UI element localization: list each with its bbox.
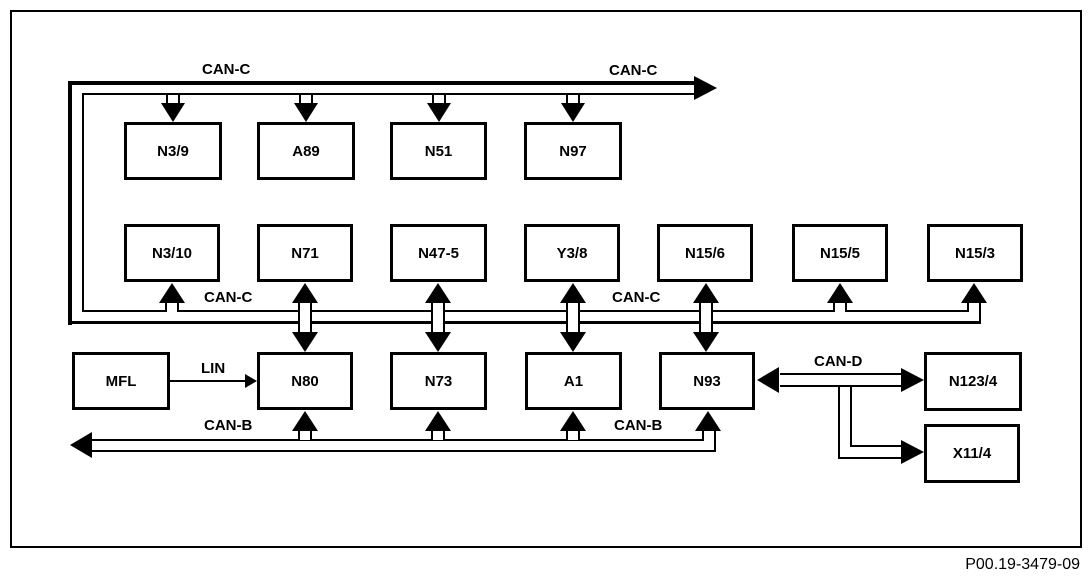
can-c-through-stem-n71-n80 [298, 302, 312, 334]
node-n73: N73 [390, 352, 487, 410]
can-d-arrowhead-left-n93 [757, 367, 779, 393]
can-b-end-stem-left-n93 [702, 430, 704, 441]
can-c-left-loop-inner-line [82, 93, 84, 312]
figure-number: P00.19-3479-09 [965, 556, 1080, 573]
can-b-bus-upper-line [92, 439, 704, 441]
can-b-end-stem-right-n93 [714, 430, 716, 452]
can-c-down-arrowhead-n93 [693, 332, 719, 352]
can-c-up-arrowhead-n47-5 [425, 283, 451, 303]
can-c-up-stem-n15-5 [833, 302, 847, 312]
bus-label-can-c-top-right: CAN-C [609, 62, 658, 79]
node-n3-10: N3/10 [124, 224, 220, 282]
node-n47-5: N47-5 [390, 224, 487, 282]
node-n71: N71 [257, 224, 353, 282]
can-c-through-stem-n47-5-n73 [431, 302, 445, 334]
node-mfl: MFL [72, 352, 170, 410]
can-c-down-arrowhead-n73 [425, 332, 451, 352]
lin-arrowhead [245, 374, 257, 388]
can-b-arrowhead-left [70, 432, 92, 458]
node-n15-3: N15/3 [927, 224, 1023, 282]
can-c-drop-stem-a89 [299, 95, 313, 104]
bus-label-can-c-mid-right: CAN-C [612, 289, 661, 306]
can-c-left-loop-outer-line [68, 81, 72, 325]
can-c-drop-stem-n51 [432, 95, 446, 104]
node-n93: N93 [659, 352, 755, 410]
node-x11-4: X11/4 [924, 424, 1020, 483]
can-c-top-bus-outer-line [68, 81, 697, 85]
node-y3-8: Y3/8 [524, 224, 620, 282]
can-c-up-arrowhead-n15-6 [693, 283, 719, 303]
can-c-end-stem-right-n15-3 [979, 302, 981, 323]
can-c-drop-arrowhead-n3-9 [161, 103, 185, 122]
can-c-drop-arrowhead-n51 [427, 103, 451, 122]
can-c-down-arrowhead-n80 [292, 332, 318, 352]
can-c-arrowhead-right [694, 76, 717, 100]
can-c-up-arrowhead-n15-3 [961, 283, 987, 303]
can-d-arrowhead-right-x11-4 [901, 440, 924, 464]
bus-label-can-b-left: CAN-B [204, 417, 253, 434]
can-c-drop-arrowhead-n97 [561, 103, 585, 122]
bus-label-can-c-mid-left: CAN-C [204, 289, 253, 306]
can-c-up-arrowhead-y3-8 [560, 283, 586, 303]
can-c-up-stem-n3-10 [165, 302, 179, 312]
can-b-up-stem-a1 [566, 430, 580, 440]
can-c-drop-stem-n3-9 [166, 95, 180, 104]
can-c-up-arrowhead-n3-10 [159, 283, 185, 303]
node-n15-6: N15/6 [657, 224, 753, 282]
can-b-up-arrowhead-a1 [560, 411, 586, 431]
lin-line [170, 380, 245, 382]
can-b-up-arrowhead-n73 [425, 411, 451, 431]
node-n15-5: N15/5 [792, 224, 888, 282]
can-c-up-arrowhead-n71 [292, 283, 318, 303]
can-b-up-stem-n80 [298, 430, 312, 440]
can-d-arrowhead-right-n123-4 [901, 368, 924, 392]
node-n97: N97 [524, 122, 622, 180]
can-c-end-stem-left-n15-3 [967, 302, 969, 312]
can-c-through-stem-y3-8-a1 [566, 302, 580, 334]
can-d-branch-upper-line [852, 445, 906, 447]
can-c-drop-arrowhead-a89 [294, 103, 318, 122]
node-n80: N80 [257, 352, 353, 410]
node-a1: A1 [525, 352, 622, 410]
can-d-branch-lower-line [840, 457, 906, 459]
node-a89: A89 [257, 122, 355, 180]
node-n3-9: N3/9 [124, 122, 222, 180]
bus-label-can-c-top-left: CAN-C [202, 61, 251, 78]
node-n123-4: N123/4 [924, 352, 1022, 411]
can-b-up-arrowhead-n93 [695, 411, 721, 431]
node-n51: N51 [390, 122, 487, 180]
can-c-down-arrowhead-a1 [560, 332, 586, 352]
can-d-bus-lower-line [780, 385, 906, 387]
can-c-mid-bus-lower-line [68, 321, 981, 324]
can-c-mid-bus-upper-line [82, 310, 969, 312]
can-d-branch-vertical-left [838, 386, 840, 459]
can-d-bus-upper-line [780, 373, 906, 375]
bus-label-lin: LIN [201, 360, 226, 377]
can-c-top-bus-inner-line [82, 93, 697, 95]
can-c-drop-stem-n97 [566, 95, 580, 104]
bus-label-can-b-right: CAN-B [614, 417, 663, 434]
can-b-bus-lower-line [92, 450, 716, 452]
can-c-through-stem-n15-6-n93 [699, 302, 713, 334]
bus-label-can-d: CAN-D [814, 353, 863, 370]
can-b-up-stem-n73 [431, 430, 445, 440]
can-b-up-arrowhead-n80 [292, 411, 318, 431]
can-d-branch-vertical-right [850, 386, 852, 447]
can-c-up-arrowhead-n15-5 [827, 283, 853, 303]
